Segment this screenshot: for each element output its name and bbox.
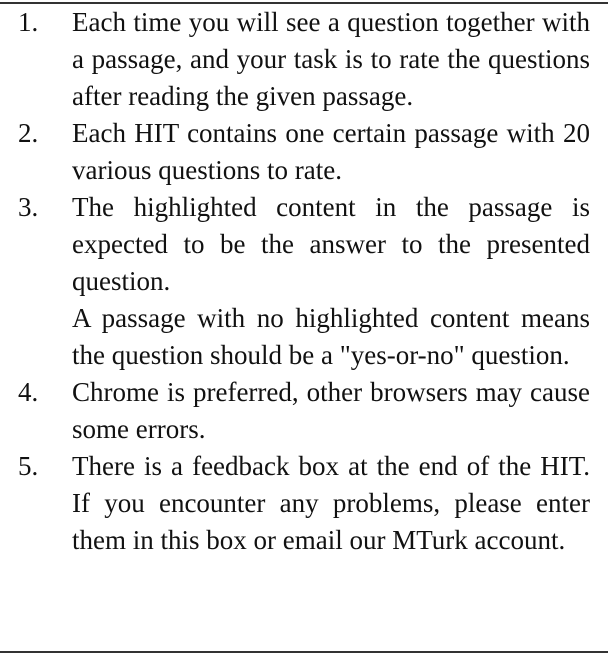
list-item: 2. Each HIT contains one certain passage… [0, 115, 608, 189]
top-rule [0, 2, 608, 4]
item-number: 4. [18, 377, 39, 407]
list-item: 4. Chrome is preferred, other browsers m… [0, 374, 608, 448]
item-text: Chrome is preferred, other browsers may … [72, 377, 590, 444]
item-text: Each HIT contains one certain passage wi… [72, 118, 590, 185]
bottom-rule [0, 651, 608, 653]
item-number: 1. [18, 7, 39, 37]
item-text: There is a feedback box at the end of th… [72, 451, 590, 555]
item-number: 2. [18, 118, 39, 148]
instructions-list: 1. Each time you will see a question tog… [0, 4, 608, 559]
item-number: 3. [18, 192, 39, 222]
item-subtext: A passage with no highlighted content me… [72, 303, 590, 370]
item-number: 5. [18, 451, 39, 481]
list-item: 3. The highlighted content in the passag… [0, 189, 608, 374]
list-item: 5. There is a feedback box at the end of… [0, 448, 608, 559]
item-text: Each time you will see a question togeth… [72, 7, 590, 111]
item-text: The highlighted content in the passage i… [72, 192, 590, 296]
list-item: 1. Each time you will see a question tog… [0, 4, 608, 115]
